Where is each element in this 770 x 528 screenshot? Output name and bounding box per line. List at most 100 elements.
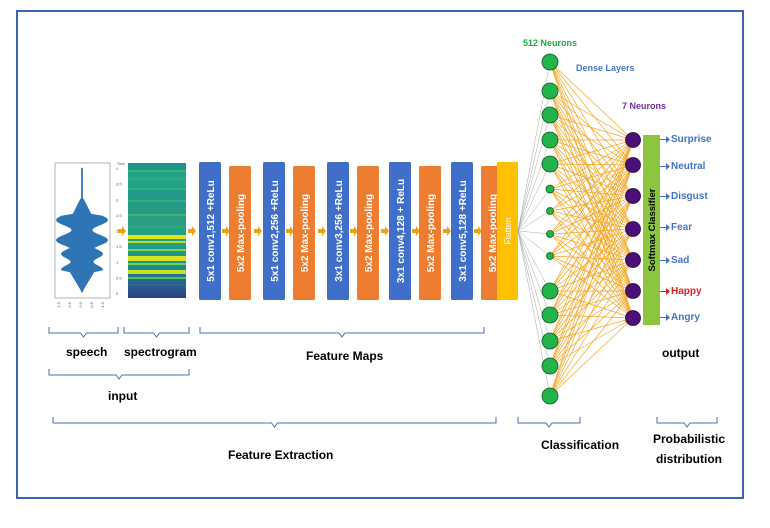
flatten-connection: [517, 163, 551, 232]
dense-connection: [549, 114, 634, 319]
dense-connection: [549, 139, 634, 190]
spectrogram-band: [128, 277, 186, 279]
output-neuron: [625, 157, 641, 173]
dense-neuron: [546, 230, 554, 238]
dense-connection: [549, 317, 634, 367]
layer-label: 5x1 conv1,512 +ReLu: [206, 180, 217, 281]
waveform-x-tick: 1.0: [56, 301, 61, 307]
emotion-output-disgust: Disgust: [660, 191, 708, 202]
dense-neuron: [541, 282, 559, 300]
waveform-y-tick: 2: [116, 229, 119, 234]
dense-neuron: [546, 207, 554, 215]
dense-connection: [549, 195, 634, 397]
flatten-connection: [517, 139, 551, 232]
dense-connection: [549, 139, 634, 212]
dense-connection: [549, 290, 634, 342]
layer-label: 3x1 conv4,128 + ReLu: [396, 179, 407, 283]
maxpool-layer-block: 5x2 Max-pooling: [229, 166, 251, 300]
spectrogram-band: [128, 200, 186, 202]
emotion-label: Fear: [671, 222, 692, 233]
conv-block-rect: [199, 162, 221, 300]
spectrogram-band: [128, 256, 186, 261]
flow-arrow: [318, 226, 326, 236]
dense-neuron: [541, 155, 559, 173]
waveform-x-tick: -0.5: [89, 301, 94, 309]
dense-connection: [549, 139, 634, 342]
emotion-arrow: [660, 193, 670, 200]
dense-connection: [549, 139, 634, 367]
brace: [517, 417, 581, 428]
classification-label: Classification: [541, 438, 620, 452]
conv-block-rect: [327, 162, 349, 300]
waveform-y-tick: 3.5: [116, 182, 122, 187]
emotion-label: Surprise: [671, 134, 712, 145]
spectrogram-band: [128, 249, 186, 251]
layer-label: 3x1 conv5,128 +ReLu: [458, 180, 469, 281]
emotion-arrow: [660, 224, 670, 231]
spectrogram-band: [128, 214, 186, 216]
dense-connection: [549, 139, 634, 230]
conv-block-rect: [263, 162, 285, 300]
emotion-arrow: [660, 257, 670, 264]
spectrogram-band: [128, 241, 186, 243]
spectrogram-base: [128, 163, 186, 298]
dense-layers-label: Dense Layers: [576, 63, 635, 73]
waveform-y-tick: 1: [116, 260, 119, 265]
emotion-label: Sad: [671, 255, 689, 266]
flatten-connection: [517, 230, 551, 342]
dense-connection: [549, 228, 634, 292]
waveform-y-tick: 0.5: [116, 275, 122, 280]
spectrogram-band: [128, 263, 186, 265]
dense-connection: [549, 259, 634, 316]
conv-layer-block: 3x1 conv4,128 + ReLu: [389, 162, 411, 300]
brace: [48, 327, 119, 338]
flow-arrow: [412, 226, 420, 236]
waveform-y-tick: 0: [116, 291, 119, 296]
dense-connection: [549, 233, 634, 319]
dense-connection: [549, 114, 634, 230]
distribution-label: distribution: [656, 452, 722, 466]
dense-connection: [549, 90, 634, 166]
dense-connection: [549, 195, 634, 316]
dense-neuron: [541, 131, 559, 149]
output-neuron: [625, 283, 641, 299]
softmax-classifier-label: Softmax Classifier: [647, 188, 658, 271]
layer-label: 3x1 conv3,256 +ReLu: [334, 180, 345, 281]
waveform-y-tick: 1.5: [116, 244, 122, 249]
flow-arrow: [254, 226, 262, 236]
dense-connection: [549, 139, 634, 166]
flatten-block: [497, 162, 518, 300]
waveform-x-tick: -1.0: [100, 301, 105, 309]
dense-connection: [549, 210, 634, 319]
brace: [656, 417, 718, 428]
spectrogram-band: [128, 270, 186, 274]
feature-extraction-label: Feature Extraction: [228, 448, 334, 462]
emotion-arrow: [660, 288, 670, 295]
emotion-arrow: [660, 136, 670, 143]
dense-neuron: [541, 306, 559, 324]
layer-label: 5x2 Max-pooling: [300, 194, 311, 272]
speech-label: speech: [66, 345, 108, 359]
dense-connection: [549, 228, 634, 342]
emotion-output-neutral: Neutral: [660, 161, 706, 172]
emotion-output-fear: Fear: [660, 222, 692, 233]
spectrogram-band: [128, 226, 186, 228]
dense-connection: [549, 163, 634, 261]
spectrogram-image: [128, 163, 186, 298]
spectrogram-label: spectrogram: [124, 345, 197, 359]
dense-connection: [549, 195, 634, 292]
waveform-y-tick: 2.5: [116, 213, 122, 218]
flatten-connection: [517, 230, 551, 292]
softmax-classifier-block: [643, 135, 660, 325]
spectrogram-band: [128, 235, 186, 239]
dense-connection: [549, 61, 634, 230]
flatten-label: Flatten: [503, 217, 513, 245]
spectrogram-band: [128, 188, 186, 190]
brace: [52, 417, 497, 428]
pool-block-rect: [357, 166, 379, 300]
flatten-connection: [517, 230, 551, 235]
dense-neuron: [541, 82, 559, 100]
dense-connection: [549, 114, 634, 141]
